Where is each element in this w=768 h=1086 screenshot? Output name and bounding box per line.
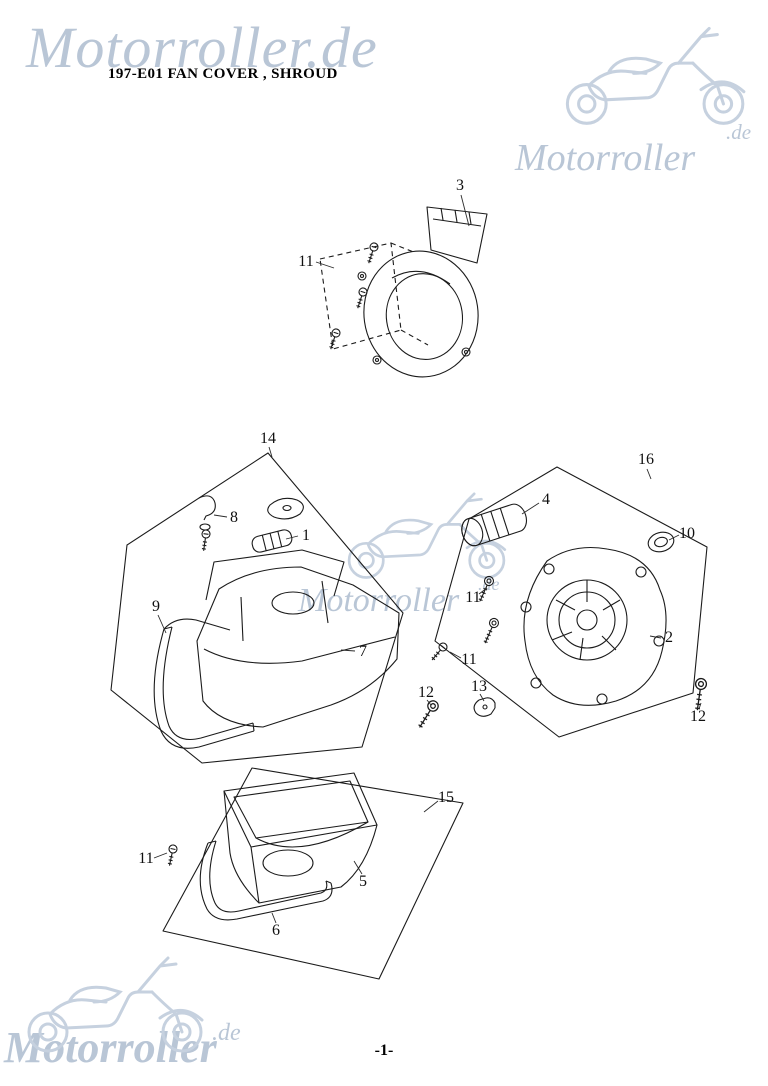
part-5-lower-shroud xyxy=(223,772,378,904)
watermark-top-right-brand: Motorroller xyxy=(515,137,696,179)
part-3-fan-cover xyxy=(357,206,488,378)
part-label-13: 13 xyxy=(471,678,487,695)
part-label-4: 4 xyxy=(542,491,550,508)
part-label-8: 8 xyxy=(230,509,238,526)
leader-lines xyxy=(153,194,702,924)
part-1-clamp xyxy=(251,497,304,553)
part-label-11: 11 xyxy=(138,850,154,867)
group-15-outline xyxy=(162,767,464,980)
part-label-14: 14 xyxy=(260,430,276,447)
page-title: 197-E01 FAN COVER , SHROUD xyxy=(108,66,338,82)
part-label-11: 11 xyxy=(465,589,481,606)
watermark-top-right-suffix: .de xyxy=(726,120,752,144)
part-label-12: 12 xyxy=(418,684,434,701)
part-6-gasket xyxy=(199,840,333,921)
part-label-15: 15 xyxy=(438,789,454,806)
fan-cover-screw-box xyxy=(319,241,429,351)
part-label-16: 16 xyxy=(638,451,654,468)
group-14-outline xyxy=(110,452,404,764)
part-label-2: 2 xyxy=(665,629,673,646)
part-7-shroud xyxy=(196,549,400,728)
part-label-7: 7 xyxy=(359,643,367,660)
part-label-6: 6 xyxy=(272,922,280,939)
part-4-bushing xyxy=(461,503,527,547)
part-label-3: 3 xyxy=(456,177,464,194)
part-13-clip xyxy=(473,697,496,717)
page-number: -1- xyxy=(374,1042,394,1059)
part-label-11: 11 xyxy=(298,253,314,270)
watermark-top-left: Motorroller.de xyxy=(26,15,378,80)
part-label-9: 9 xyxy=(152,598,160,615)
part-label-5: 5 xyxy=(359,873,367,890)
watermark-bottom-left-suffix: .de xyxy=(212,1020,241,1046)
part-2-cover xyxy=(520,546,667,706)
part-8-hook xyxy=(198,495,216,552)
part-label-11: 11 xyxy=(461,651,477,668)
part-10-ring xyxy=(647,531,675,553)
part-label-10: 10 xyxy=(679,525,695,542)
part-label-1: 1 xyxy=(302,527,310,544)
part-label-12: 12 xyxy=(690,708,706,725)
watermark-middle-suffix: .de xyxy=(478,574,500,594)
part-9-frame xyxy=(153,618,255,749)
